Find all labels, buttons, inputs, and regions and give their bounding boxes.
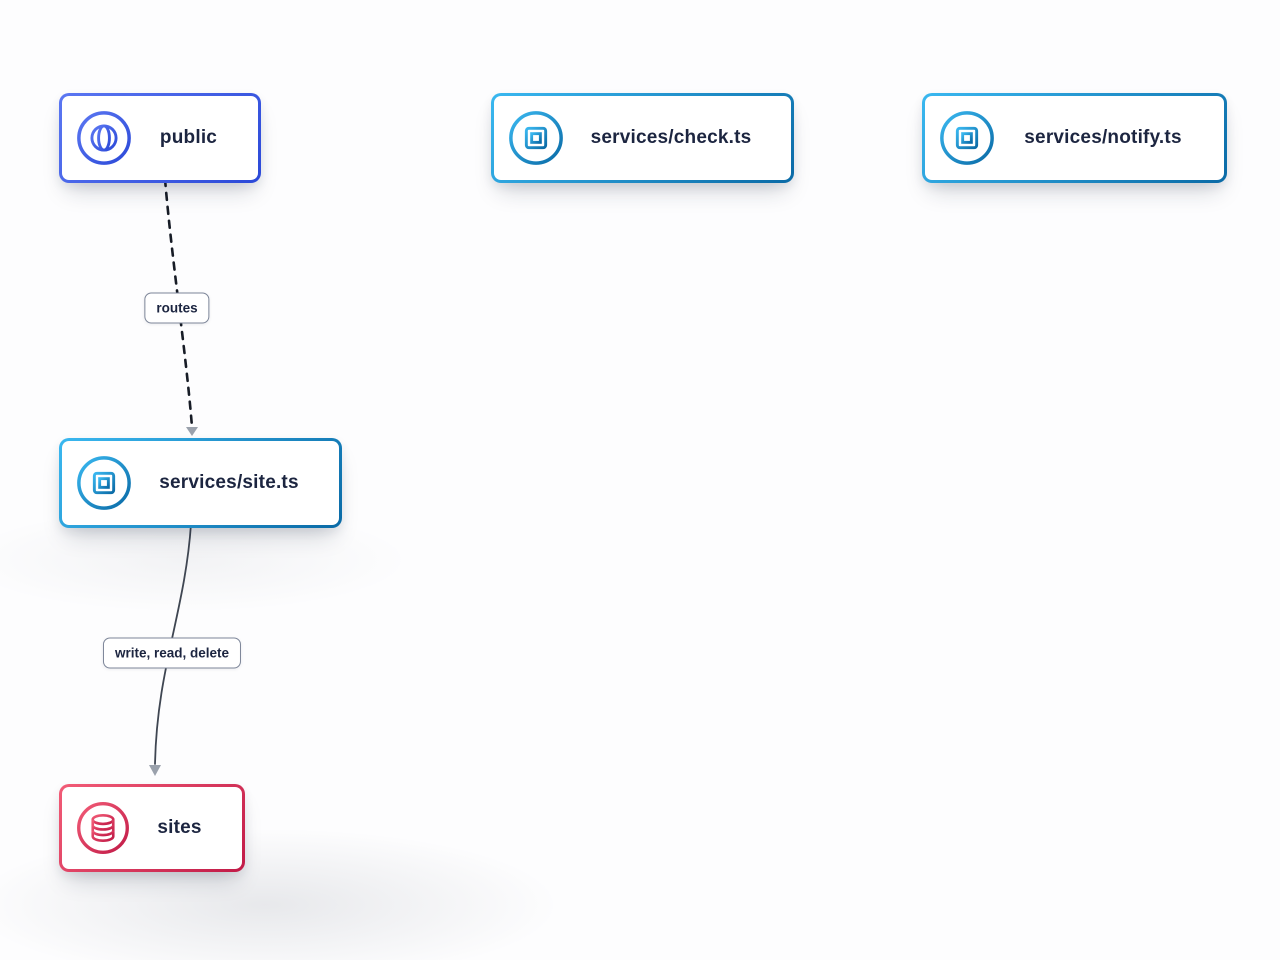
node-public[interactable]: public (59, 93, 261, 183)
globe-icon (77, 111, 131, 165)
node-services-notify[interactable]: services/notify.ts (922, 93, 1227, 183)
edge-label-write-read-delete[interactable]: write, read, delete (102, 637, 242, 669)
node-services-check[interactable]: services/check.ts (491, 93, 794, 183)
node-label: sites (157, 817, 202, 838)
node-label: services/notify.ts (1024, 127, 1182, 148)
node-label: services/check.ts (590, 127, 752, 148)
chip-icon (77, 456, 131, 510)
edge-routes-arrowhead (186, 427, 198, 436)
edge-crud-arrowhead (149, 765, 161, 776)
node-services-site-body: services/site.ts (62, 441, 339, 525)
chip-icon (940, 111, 994, 165)
node-label: public (159, 127, 218, 148)
node-services-check-body: services/check.ts (494, 96, 791, 180)
node-public-body: public (62, 96, 258, 180)
node-services-notify-body: services/notify.ts (925, 96, 1224, 180)
database-icon (77, 802, 129, 854)
node-sites-database[interactable]: sites (59, 784, 245, 872)
node-sites-database-body: sites (62, 787, 242, 869)
edge-label-routes[interactable]: routes (144, 292, 210, 324)
node-services-site[interactable]: services/site.ts (59, 438, 342, 528)
chip-icon (509, 111, 563, 165)
node-label: services/site.ts (159, 472, 299, 493)
